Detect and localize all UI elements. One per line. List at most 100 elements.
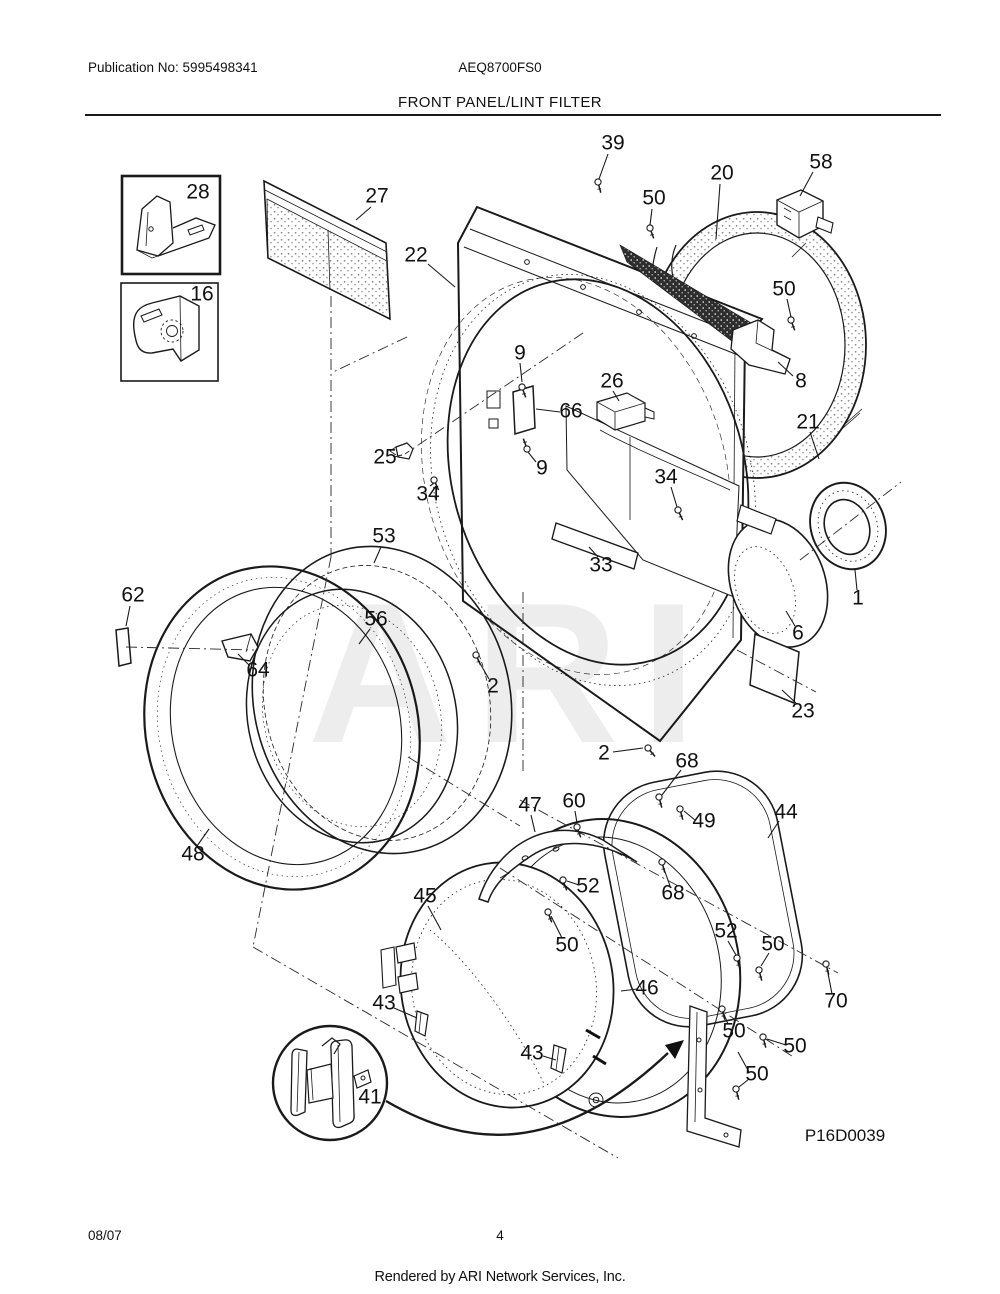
part-label: 50 bbox=[761, 933, 784, 956]
part-label: 43 bbox=[520, 1042, 543, 1065]
part-label: 22 bbox=[404, 244, 427, 267]
leader-line bbox=[519, 362, 523, 383]
publication-number: Publication No: 5995498341 bbox=[88, 60, 258, 75]
leader-line bbox=[527, 451, 537, 463]
leader-line bbox=[760, 952, 770, 967]
watermark: ARI bbox=[308, 562, 718, 785]
door-clips-43 bbox=[414, 1010, 567, 1074]
leader-line bbox=[393, 1007, 418, 1019]
leader-line bbox=[738, 1078, 750, 1088]
footer-date: 08/07 bbox=[88, 1228, 122, 1243]
part-label: 26 bbox=[600, 370, 623, 393]
part-label: 44 bbox=[774, 801, 798, 824]
leader-line bbox=[767, 820, 780, 839]
leader-line bbox=[196, 828, 210, 847]
leader-line bbox=[530, 814, 536, 833]
part-label: 50 bbox=[783, 1035, 806, 1058]
part-label: 16 bbox=[190, 283, 213, 306]
leader-line bbox=[542, 1055, 557, 1061]
part-label: 53 bbox=[372, 525, 395, 548]
part-label: 58 bbox=[809, 151, 832, 174]
leader-line bbox=[598, 153, 609, 180]
lint-filter-27 bbox=[263, 179, 391, 321]
part-label: 50 bbox=[722, 1020, 745, 1043]
diagram-code: P16D0039 bbox=[805, 1126, 885, 1145]
leader-line bbox=[237, 653, 250, 666]
part-label: 52 bbox=[714, 920, 737, 943]
leader-line bbox=[799, 171, 814, 197]
door-ring-56 bbox=[245, 588, 459, 844]
part-label: 46 bbox=[635, 977, 658, 1000]
boxed-part-28 bbox=[120, 174, 222, 276]
part-label: 52 bbox=[576, 875, 599, 898]
part-label: 62 bbox=[121, 584, 144, 607]
leader-line bbox=[809, 431, 820, 460]
part-label: 39 bbox=[601, 132, 624, 155]
part-label: 43 bbox=[372, 992, 395, 1015]
part-label: 21 bbox=[796, 411, 819, 434]
part-label: 47 bbox=[518, 794, 541, 817]
part-label: 2 bbox=[598, 742, 610, 765]
part-label: 20 bbox=[710, 162, 733, 185]
strip-62 bbox=[115, 627, 132, 667]
part-label: 56 bbox=[364, 608, 387, 631]
part-label: 50 bbox=[745, 1063, 768, 1086]
leader-line bbox=[661, 769, 682, 796]
part-label: 34 bbox=[654, 466, 678, 489]
part-label: 50 bbox=[772, 278, 795, 301]
sheet-23 bbox=[749, 632, 800, 705]
part-label: 64 bbox=[246, 659, 270, 682]
leader-line bbox=[781, 689, 798, 705]
clip-64 bbox=[221, 633, 259, 662]
leader-line bbox=[854, 569, 858, 591]
part-label: 28 bbox=[186, 181, 209, 204]
boxed-part-16 bbox=[120, 282, 219, 382]
part-label: 1 bbox=[852, 587, 864, 610]
hinge-bracket bbox=[585, 1005, 742, 1148]
part-label: 9 bbox=[514, 342, 526, 365]
part-label: 68 bbox=[661, 882, 684, 905]
part-label: 49 bbox=[692, 810, 715, 833]
model-number: AEQ8700FS0 bbox=[458, 60, 542, 75]
construction-lines bbox=[125, 296, 902, 1159]
part-label: 50 bbox=[642, 187, 665, 210]
footer-page-number: 4 bbox=[496, 1228, 504, 1243]
leader-line bbox=[125, 605, 131, 627]
leader-line bbox=[358, 628, 371, 645]
leader-line bbox=[715, 183, 721, 240]
part-label: 6 bbox=[792, 622, 804, 645]
footer-rendered-by: Rendered by ARI Network Services, Inc. bbox=[374, 1269, 626, 1285]
leader-line bbox=[662, 865, 671, 887]
part-label: 50 bbox=[555, 934, 578, 957]
front-panel-22 bbox=[389, 205, 791, 743]
leader-line bbox=[670, 486, 678, 508]
title-divider bbox=[85, 114, 941, 116]
leader-line bbox=[393, 454, 403, 458]
leader-line bbox=[574, 810, 578, 824]
leader-line bbox=[477, 659, 490, 680]
part-label: 25 bbox=[373, 446, 396, 469]
connector-58 bbox=[776, 189, 834, 239]
leader-line bbox=[550, 915, 563, 939]
part-label: 60 bbox=[562, 790, 585, 813]
leader-line bbox=[427, 905, 442, 931]
leader-line bbox=[355, 206, 372, 221]
leader-line bbox=[722, 1011, 729, 1025]
leader-line bbox=[612, 390, 620, 402]
leader-line bbox=[683, 810, 696, 821]
latch-inset-41 bbox=[271, 1024, 684, 1142]
leader-line bbox=[727, 940, 737, 956]
part-label: 66 bbox=[559, 400, 582, 423]
leader-line bbox=[535, 408, 561, 413]
leader-line bbox=[566, 880, 580, 886]
door-outer-ring-48 bbox=[143, 565, 421, 891]
leader-line bbox=[620, 988, 638, 992]
leader-line bbox=[826, 967, 833, 995]
part-label: 8 bbox=[795, 370, 807, 393]
leader-line bbox=[612, 747, 644, 753]
part-label: 34 bbox=[416, 483, 440, 506]
part-label: 68 bbox=[675, 750, 698, 773]
